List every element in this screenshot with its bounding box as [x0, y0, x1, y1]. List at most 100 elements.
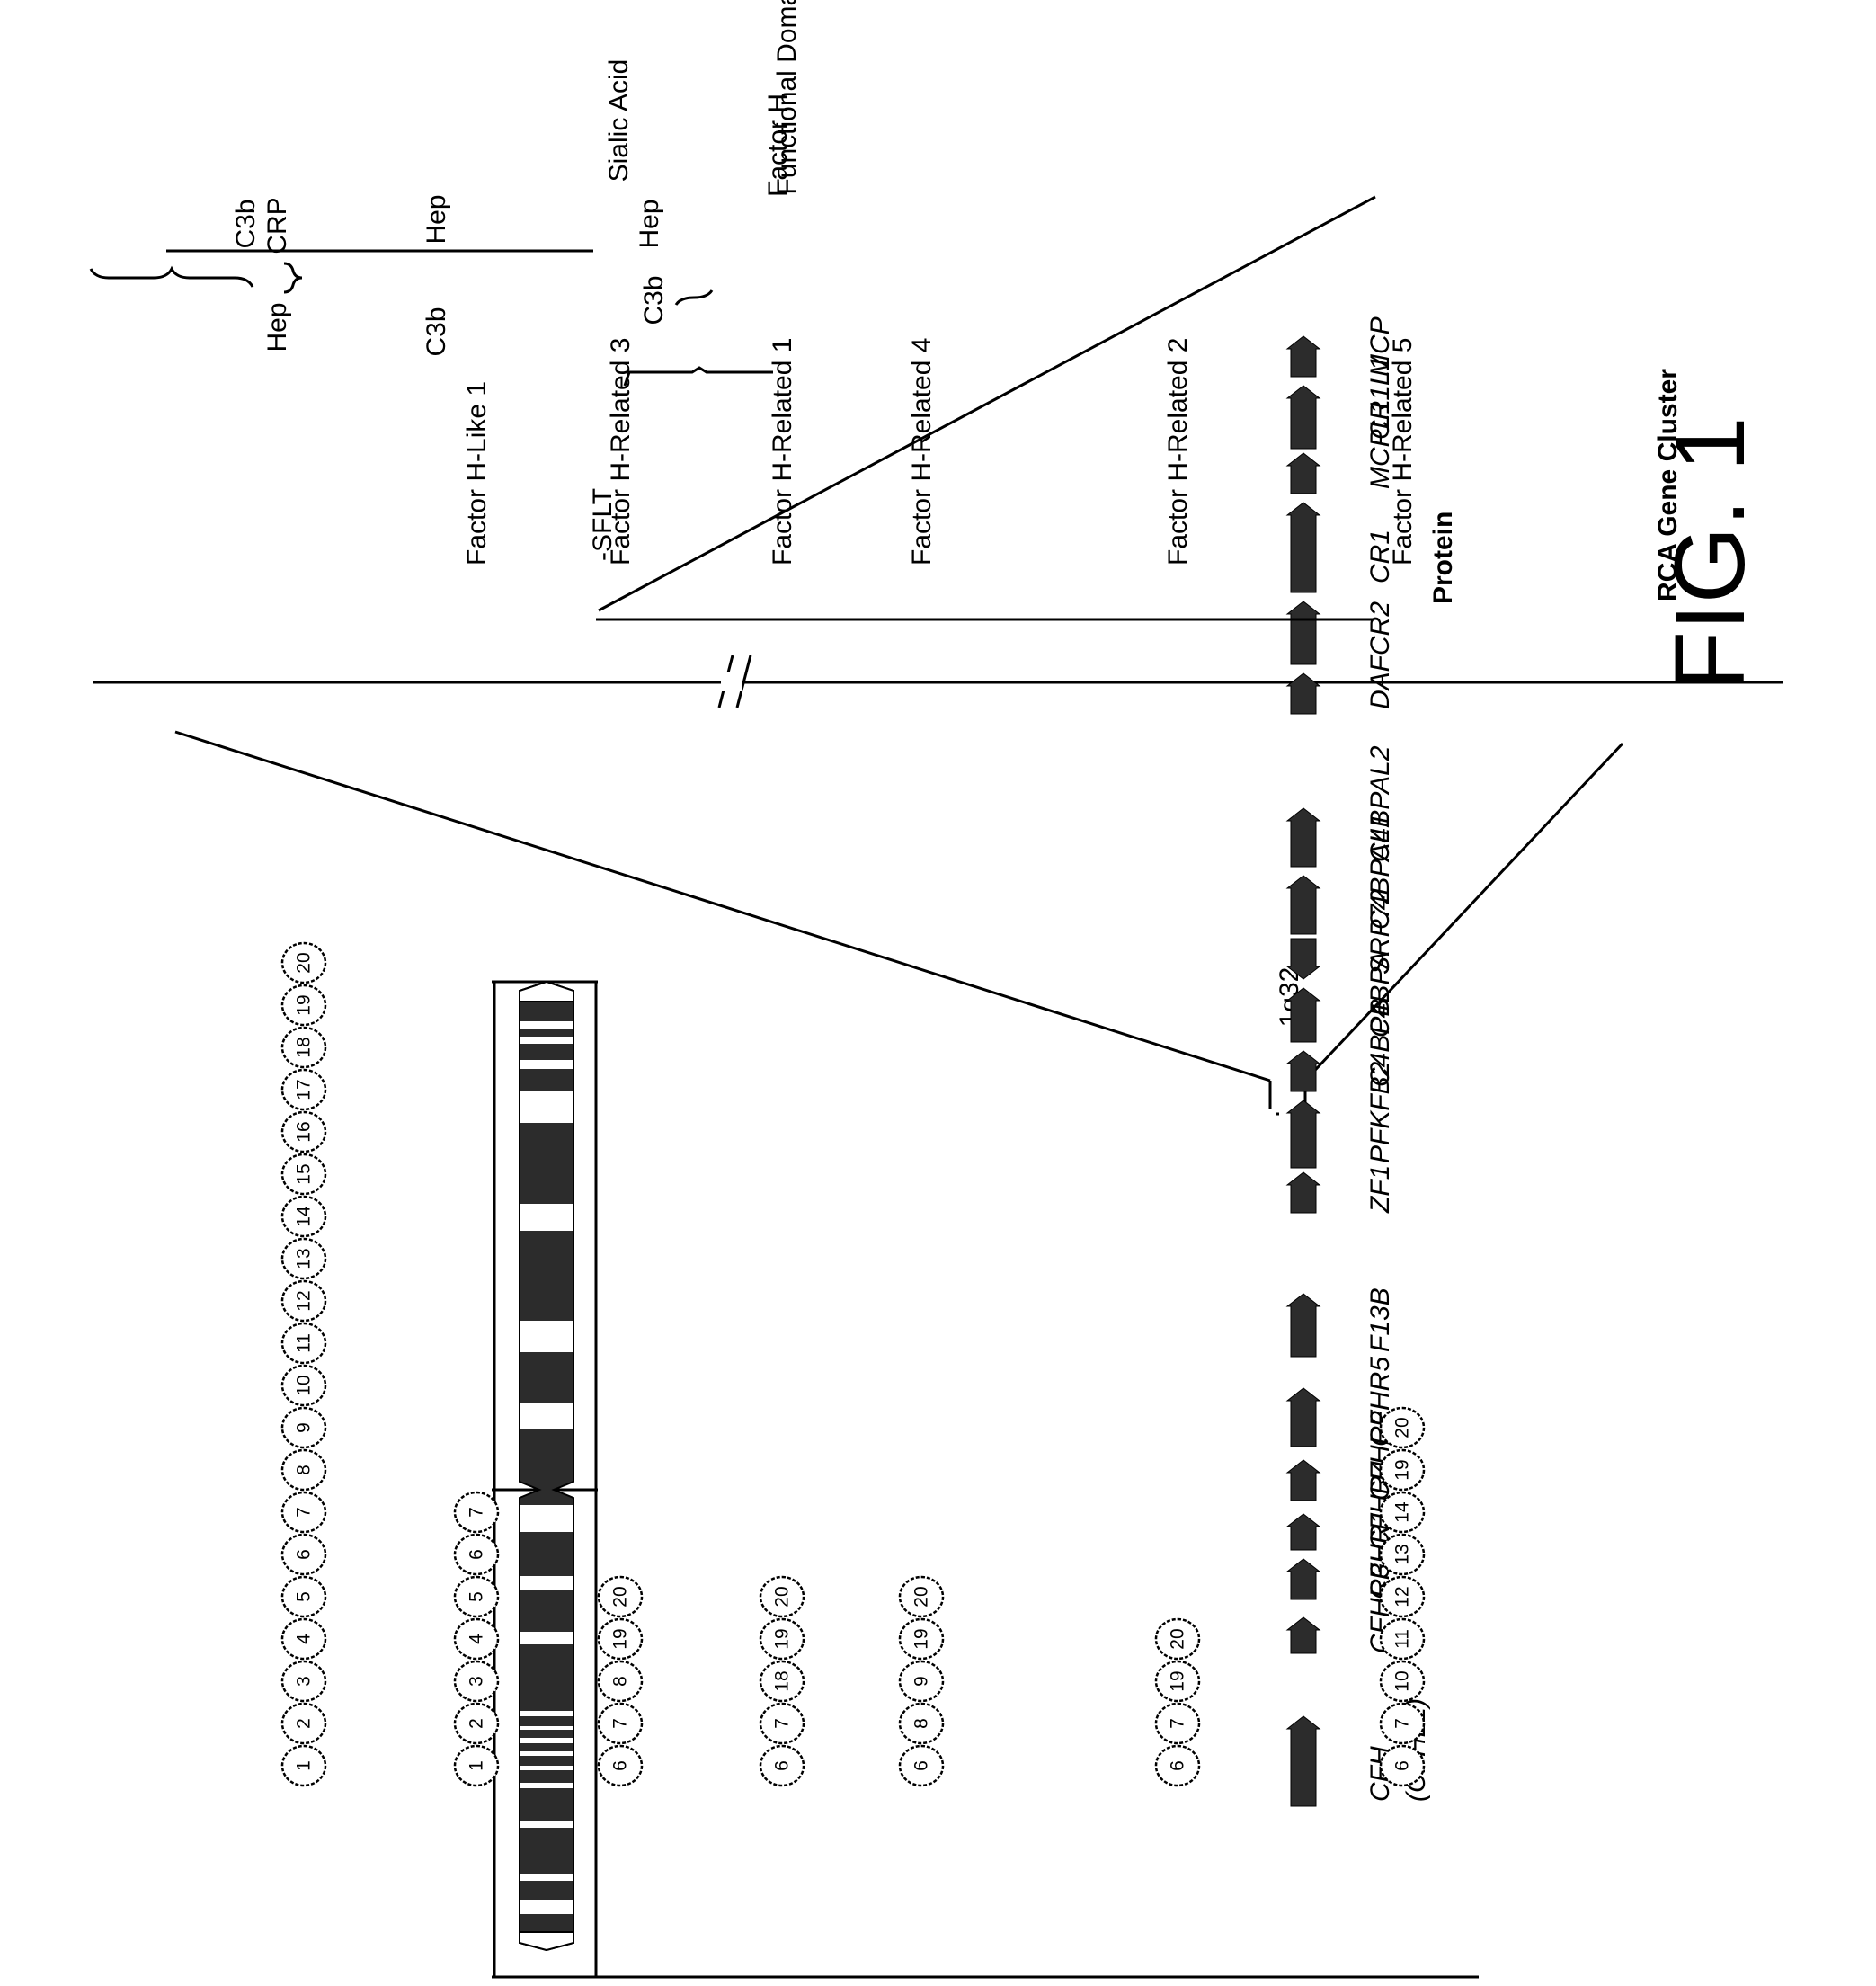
- domain-number: 1: [467, 1760, 487, 1771]
- protein-name-label: Factor H-Related 4: [907, 338, 937, 566]
- protein-rows: 1234567891011121314151617181920123456767…: [282, 943, 1424, 1786]
- domain-number: 10: [294, 1375, 315, 1395]
- band: [520, 1900, 573, 1914]
- domain-number: 12: [294, 1290, 315, 1311]
- chromosome-body: [520, 982, 573, 1950]
- protein-header: Protein: [1428, 512, 1458, 604]
- gene-label: C4BPAL2: [1365, 745, 1395, 862]
- domain-number: 20: [610, 1586, 631, 1607]
- band: [520, 1783, 573, 1788]
- domain-number: 13: [1392, 1544, 1413, 1564]
- band: [520, 1726, 573, 1730]
- domain-number: 6: [1168, 1760, 1188, 1771]
- domain-number: 20: [772, 1586, 793, 1607]
- band: [520, 1632, 573, 1644]
- protein-domain-row: 6 7 19 20: [1156, 1619, 1199, 1786]
- protein-name-label: Factor H-Related 1: [768, 338, 797, 566]
- domain-number: 2: [294, 1718, 315, 1729]
- domain-number: 7: [772, 1718, 793, 1729]
- brace-c3b-3: [625, 368, 773, 386]
- band: [520, 1091, 573, 1123]
- domain-number: 6: [1392, 1760, 1413, 1771]
- band: [520, 1204, 573, 1231]
- domain-number: 6: [294, 1549, 315, 1560]
- domain-number: 7: [610, 1718, 631, 1729]
- domain-number: 20: [911, 1586, 932, 1607]
- domain-number: 10: [1392, 1670, 1413, 1691]
- domain-number: 5: [294, 1591, 315, 1602]
- zoom-line-left: [175, 732, 1270, 1081]
- band: [520, 1021, 573, 1029]
- label-sialic-acid: Sialic Acid: [604, 59, 634, 183]
- brace-hep-1: [284, 263, 302, 292]
- domain-number: 7: [467, 1507, 487, 1518]
- factor-h-related-5-link: [599, 197, 1375, 610]
- label-hep-2: Hep: [422, 194, 451, 244]
- band: [520, 1060, 573, 1069]
- domain-number: 1: [294, 1760, 315, 1771]
- gene-label: CR2: [1365, 601, 1395, 655]
- telomere-q: [520, 982, 573, 1002]
- protein-domain-row: 1234567891011121314151617181920: [282, 943, 325, 1786]
- protein-name-label: Factor H-Related 2: [1163, 338, 1193, 566]
- band: [520, 1576, 573, 1590]
- domain-number: 20: [1168, 1628, 1188, 1649]
- gene-label: ZF1: [1365, 1165, 1395, 1214]
- band: [520, 1738, 573, 1743]
- gene-arrow: [1287, 1460, 1320, 1501]
- domain-number: 7: [1168, 1718, 1188, 1729]
- gene-arrow: [1287, 386, 1320, 449]
- domain-number: 14: [1392, 1501, 1413, 1523]
- domain-number: 19: [911, 1628, 932, 1649]
- gene-arrow: [1287, 601, 1320, 664]
- label-c3b-3: C3b: [639, 275, 669, 325]
- domain-number: 4: [467, 1634, 487, 1644]
- figure-label: FIG. 1: [1655, 416, 1765, 691]
- band: [520, 1751, 573, 1756]
- gene-arrow: [1287, 876, 1320, 934]
- gene-arrow: [1287, 808, 1320, 867]
- domain-number: 17: [294, 1079, 315, 1100]
- gene-label: F13B: [1365, 1287, 1395, 1352]
- domain-number: 14: [294, 1206, 315, 1227]
- telomere-p: [520, 1932, 573, 1950]
- gene-arrow: [1287, 1051, 1320, 1091]
- protein-name-labels: Factor H-Like 1Factor H-Related 3Factor …: [462, 338, 1418, 566]
- band: [520, 1037, 573, 1044]
- chromosome-scale: 1p 1q: [492, 982, 1479, 1977]
- domain-number: 20: [294, 952, 315, 973]
- domain-number: 19: [294, 994, 315, 1015]
- gene-arrow: [1287, 1388, 1320, 1447]
- domain-number: 3: [294, 1676, 315, 1687]
- domain-number: 18: [294, 1037, 315, 1057]
- gene-arrow: [1287, 1294, 1320, 1357]
- domain-number: 7: [294, 1507, 315, 1518]
- gene-arrow: [1287, 336, 1320, 377]
- brace-sialic: [676, 290, 712, 305]
- domain-number: 11: [1392, 1629, 1413, 1649]
- protein-domain-row: 67181920: [760, 1577, 804, 1786]
- domain-number: 19: [1392, 1459, 1413, 1480]
- domain-number: 16: [294, 1121, 315, 1142]
- label-hep-3: Hep: [635, 199, 664, 248]
- band: [520, 1711, 573, 1716]
- domain-number: 19: [1168, 1670, 1188, 1691]
- domain-annotations: C3b Hep CRP C3b Hep C3b Hep Sialic Acid …: [91, 0, 802, 561]
- domain-number: 7: [1392, 1718, 1413, 1729]
- protein-name-label: Factor H-Related 3: [606, 338, 636, 566]
- domain-number: 19: [772, 1628, 793, 1649]
- domain-number: 13: [294, 1248, 315, 1269]
- domain-number: 4: [294, 1634, 315, 1644]
- protein-name-label: Factor H-Related 5: [1388, 338, 1418, 566]
- domain-number: 6: [467, 1549, 487, 1560]
- label-crp: CRP: [262, 197, 292, 254]
- protein-domain-row: 6781920: [599, 1577, 642, 1786]
- domain-number: 5: [467, 1591, 487, 1602]
- domain-number: 19: [610, 1628, 631, 1649]
- band: [520, 1321, 573, 1352]
- domain-number: 6: [610, 1760, 631, 1771]
- protein-domain-row: 6891920: [900, 1577, 943, 1786]
